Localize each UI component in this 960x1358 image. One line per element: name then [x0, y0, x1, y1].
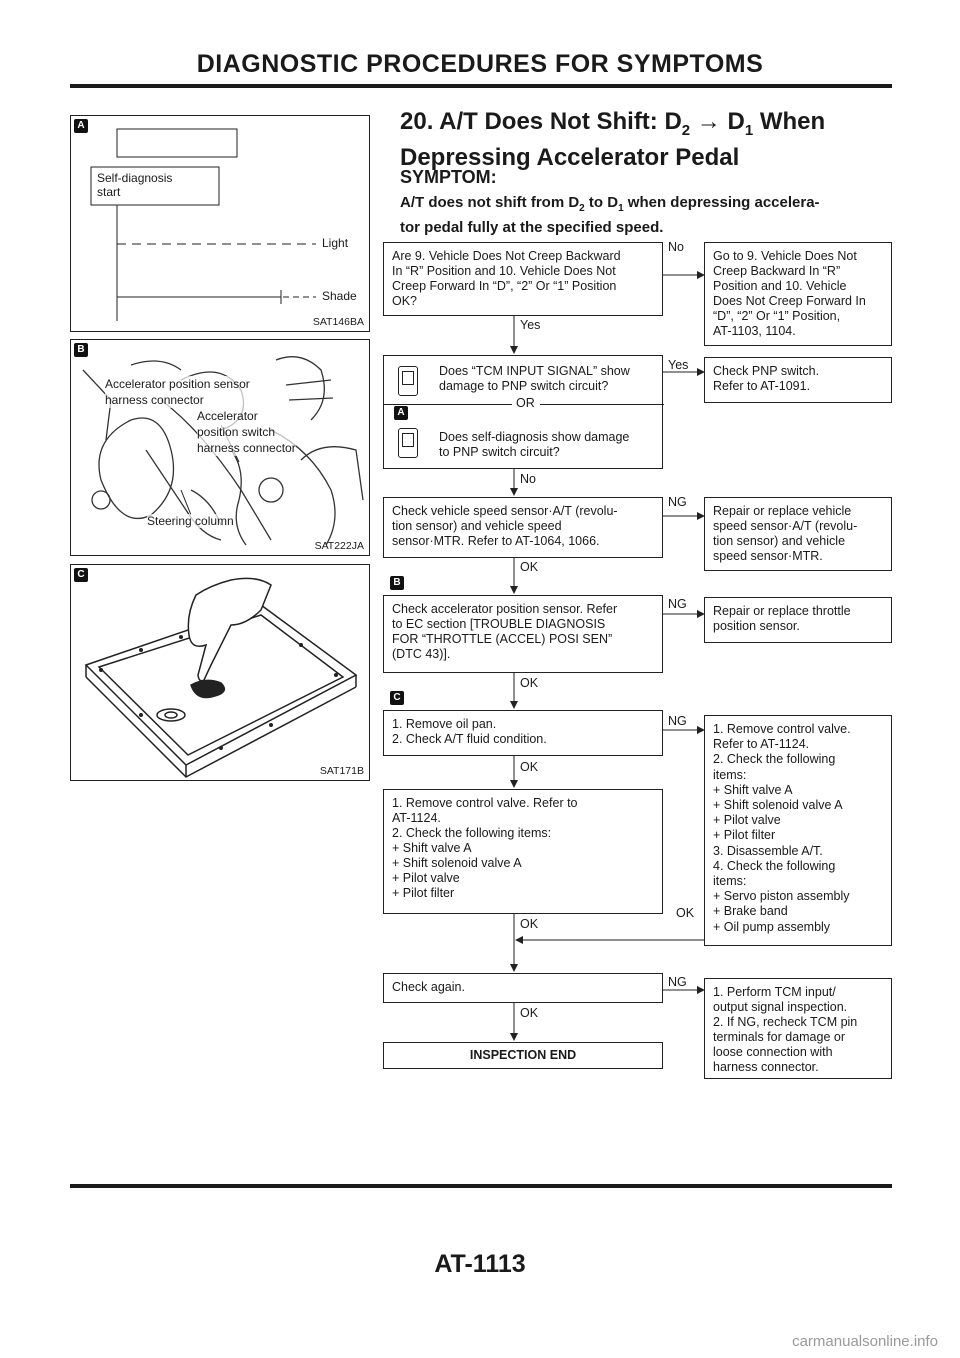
- flow-label-ng-7: NG: [668, 975, 687, 989]
- symptom-heading: SYMPTOM:: [400, 167, 497, 187]
- flow-result-check-pnp-switch: Check PNP switch. Refer to AT-1091.: [704, 357, 892, 403]
- label-steering-column: Steering column: [147, 514, 234, 528]
- flow-label-ok-5r: OK: [676, 906, 695, 920]
- or-label: OR: [516, 396, 535, 410]
- flow-step-check-again: Check again.: [383, 973, 663, 1003]
- margin-tag-b: B: [390, 576, 404, 590]
- figure-b: B Accelerator position sensor harness co…: [70, 339, 370, 556]
- flow-step-accel-sensor: Check accelerator position sensor. Refer…: [383, 595, 663, 673]
- flow-step-oil-pan: 1. Remove oil pan. 2. Check A/T fluid co…: [383, 710, 663, 756]
- flow-label-no-2: No: [520, 472, 536, 486]
- flow-result-replace-throttle-sensor: Repair or replace throttle position sens…: [704, 597, 892, 643]
- label-light: Light: [322, 236, 349, 250]
- pnp-tcm-question: Does “TCM INPUT SIGNAL” show damage to P…: [439, 364, 630, 393]
- flow-label-yes-2: Yes: [668, 358, 689, 372]
- symptom-t3: when depressing accelera-: [623, 194, 820, 211]
- symptom-line-2: tor pedal fully at the specified speed.: [400, 219, 664, 236]
- label-self-diagnosis-start: Self-diagnosis start: [97, 171, 173, 199]
- margin-tag-c: C: [390, 691, 404, 705]
- figure-tag-a: A: [74, 119, 88, 133]
- flow-label-no-1: No: [668, 240, 684, 254]
- symptom-s2: 1: [618, 203, 624, 214]
- title-line-2: Depressing Accelerator Pedal: [400, 143, 740, 171]
- or-divider-right: [540, 404, 664, 405]
- figure-code-c: SAT171B: [319, 765, 364, 777]
- margin-tag-a: A: [394, 406, 408, 420]
- symptom-text: A/T does not shift from D2 to D1 when de…: [400, 193, 900, 237]
- watermark: carmanualsonline.info: [792, 1333, 938, 1350]
- pnp-self-diagnosis-question: Does self-diagnosis show damage to PNP s…: [439, 430, 630, 459]
- title-arrow: → D: [690, 108, 745, 135]
- flow-result-replace-speed-sensor: Repair or replace vehicle speed sensor·A…: [704, 497, 892, 571]
- footer-rule: [70, 1184, 892, 1188]
- figure-tag-b: B: [74, 343, 88, 357]
- section-title: DIAGNOSTIC PROCEDURES FOR SYMPTOMS: [196, 50, 764, 78]
- page-number: AT-1113: [434, 1250, 526, 1278]
- label-shade: Shade: [322, 289, 357, 303]
- figure-c: C SAT171B: [70, 564, 370, 781]
- flow-label-ok-4: OK: [520, 676, 539, 690]
- figure-code-a: SAT146BA: [312, 316, 364, 328]
- label-aps-harness-connector: Accelerator position sensor harness conn…: [105, 376, 250, 408]
- symptom-t2: to D: [584, 194, 619, 211]
- symptom-s1: 2: [579, 203, 585, 214]
- flow-label-ng-4: NG: [668, 597, 687, 611]
- flow-label-ok-7: OK: [520, 1006, 539, 1020]
- figure-code-b: SAT222JA: [314, 540, 364, 552]
- flow-step-speed-sensor: Check vehicle speed sensor·A/T (revolu- …: [383, 497, 663, 558]
- flow-label-ng-3: NG: [668, 495, 687, 509]
- consult-tool-icon: [398, 366, 418, 396]
- self-diagnosis-timing-diagram: [90, 128, 316, 321]
- figure-a: A Self-diagnosis start Light Shade SAT14…: [70, 115, 370, 332]
- oil-pan-illustration: [84, 577, 358, 778]
- flow-label-yes-1: Yes: [520, 318, 541, 332]
- procedure-title: 20. A/T Does Not Shift: D2 → D1 When Dep…: [400, 108, 825, 171]
- title-sub-2: 1: [744, 121, 754, 139]
- flow-result-go-to-9-10: Go to 9. Vehicle Does Not Creep Backward…: [704, 242, 892, 346]
- or-divider-left: [384, 404, 512, 405]
- header-rule: [70, 84, 892, 88]
- flow-result-control-valve-disassemble: 1. Remove control valve. Refer to AT-112…: [704, 715, 892, 946]
- flow-label-ok-6: OK: [520, 917, 539, 931]
- flow-step-control-valve: 1. Remove control valve. Refer to AT-112…: [383, 789, 663, 914]
- flow-label-ok-5: OK: [520, 760, 539, 774]
- label-accelerator-switch-connector: Accelerator position switch harness conn…: [197, 408, 296, 456]
- flow-step-creep-check: Are 9. Vehicle Does Not Creep Backward I…: [383, 242, 663, 316]
- title-sub-1: 2: [681, 121, 691, 139]
- title-suffix: When: [753, 108, 826, 135]
- flow-result-tcm-inspection: 1. Perform TCM input/ output signal insp…: [704, 978, 892, 1079]
- self-diagnosis-tool-icon: [398, 428, 418, 458]
- symptom-t1: A/T does not shift from D: [400, 194, 580, 211]
- flow-inspection-end: INSPECTION END: [383, 1042, 663, 1069]
- flow-step-pnp-check: Does “TCM INPUT SIGNAL” show damage to P…: [383, 355, 664, 469]
- figure-tag-c: C: [74, 568, 88, 582]
- flow-label-ng-5: NG: [668, 714, 687, 728]
- flow-label-ok-3: OK: [520, 560, 539, 574]
- title-prefix: 20. A/T Does Not Shift: D: [400, 108, 682, 135]
